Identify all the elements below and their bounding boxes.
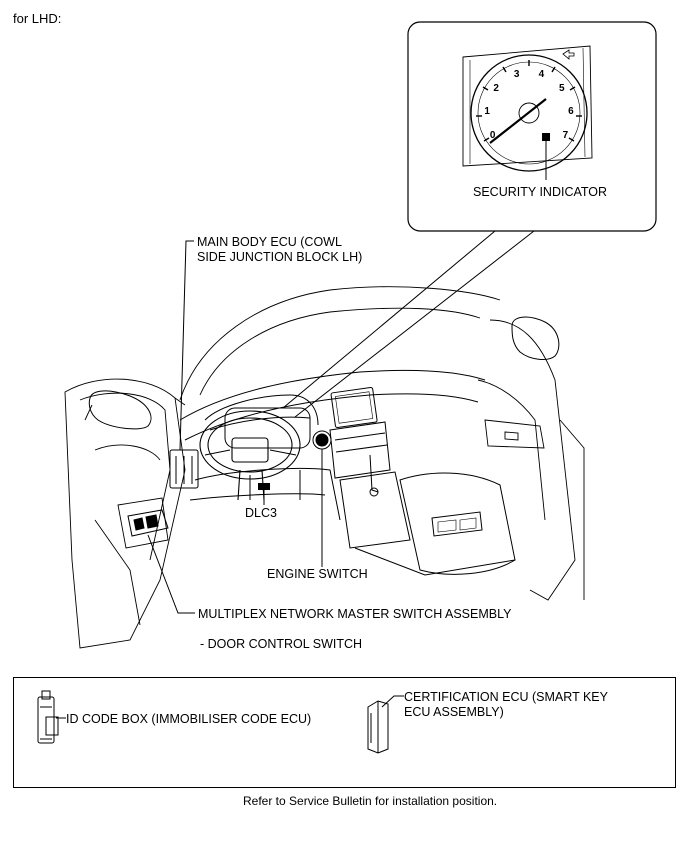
id-code-box-label: ID CODE BOX (IMMOBILISER CODE ECU) — [66, 712, 312, 726]
gauge-tick-label: 6 — [568, 106, 574, 117]
center-display — [330, 387, 378, 428]
right-side-mirror — [511, 316, 560, 360]
gauge-tick-label: 2 — [493, 83, 499, 94]
turn-signal-arrow-icon — [562, 49, 575, 60]
steering-wheel — [199, 410, 301, 501]
engine-switch — [315, 433, 329, 447]
gauge-hub — [518, 102, 540, 124]
left-door — [64, 378, 186, 649]
engine-switch-label: ENGINE SWITCH — [267, 567, 368, 581]
certification-ecu-leader — [381, 695, 404, 708]
service-bulletin-note: Refer to Service Bulletin for installati… — [243, 794, 498, 808]
gauge-tick-label: 7 — [563, 130, 569, 141]
gauge-tick-label: 3 — [514, 69, 520, 80]
vehicle-interior-diagram: 0 1 2 3 4 5 6 7 — [64, 21, 657, 649]
gauge-tick-label: 5 — [559, 83, 565, 94]
door-control-switch — [127, 509, 169, 537]
certification-ecu-label: CERTIFICATION ECU (SMART KEY ECU ASSEMBL… — [404, 690, 608, 720]
certification-ecu-icon — [367, 700, 389, 754]
main-body-ecu-label-line2: SIDE JUNCTION BLOCK LH) — [197, 250, 363, 264]
security-indicator-lamp — [542, 133, 550, 141]
gauge-tick-label: 1 — [484, 106, 490, 117]
component-legend-box — [13, 677, 676, 788]
main-body-ecu-leader — [179, 240, 194, 451]
dlc3-connector — [258, 483, 270, 490]
zoom-leader-line — [282, 230, 496, 409]
main-body-ecu — [169, 449, 199, 489]
page-title: for LHD: — [13, 11, 62, 26]
center-console — [329, 387, 516, 576]
zoom-leader-line — [294, 230, 535, 418]
certification-ecu-label-line1: CERTIFICATION ECU (SMART KEY — [404, 690, 608, 704]
gauge-needle — [489, 98, 547, 144]
main-body-ecu-label: MAIN BODY ECU (COWL SIDE JUNCTION BLOCK … — [197, 235, 362, 265]
left-side-mirror — [88, 390, 152, 430]
main-body-ecu-label-line1: MAIN BODY ECU (COWL — [197, 235, 342, 249]
dlc3-label: DLC3 — [245, 506, 277, 520]
zoom-callout-box — [407, 21, 657, 232]
security-indicator-label: SECURITY INDICATOR — [473, 185, 608, 199]
tachometer-gauge — [470, 54, 588, 172]
gauge-tick-label: 0 — [490, 130, 496, 141]
multiplex-switch-label: MULTIPLEX NETWORK MASTER SWITCH ASSEMBLY — [198, 607, 512, 621]
windshield — [174, 286, 501, 406]
right-door — [477, 319, 585, 601]
id-code-box-icon — [37, 690, 59, 744]
door-control-switch-label: - DOOR CONTROL SWITCH — [200, 637, 363, 651]
instrument-cluster — [462, 45, 593, 180]
door-switch-leader — [147, 534, 195, 614]
legend-icons — [37, 690, 404, 754]
gauge-ticks — [476, 60, 582, 142]
dashboard — [179, 369, 486, 521]
certification-ecu-label-line2: ECU ASSEMBLY) — [404, 705, 504, 719]
gauge-tick-label: 4 — [539, 69, 545, 80]
